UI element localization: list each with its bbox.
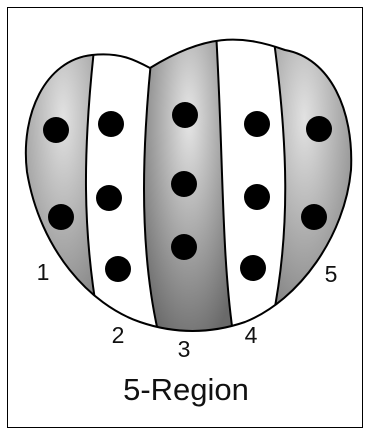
dot: [244, 184, 270, 210]
region-label-5: 5: [325, 261, 338, 287]
dot: [43, 117, 69, 143]
dot: [98, 111, 124, 137]
dot: [171, 171, 197, 197]
region-label-4: 4: [245, 322, 258, 348]
dot: [96, 185, 122, 211]
dot: [244, 111, 270, 137]
region-label-3: 3: [178, 336, 191, 362]
region-label-1: 1: [37, 259, 50, 285]
dot: [240, 255, 266, 281]
dot: [301, 204, 327, 230]
caption: 5-Region: [123, 372, 249, 407]
dot: [105, 256, 131, 282]
dot: [171, 234, 197, 260]
dot: [172, 102, 198, 128]
dot: [48, 204, 74, 230]
dot: [306, 116, 332, 142]
region-label-2: 2: [112, 322, 125, 348]
